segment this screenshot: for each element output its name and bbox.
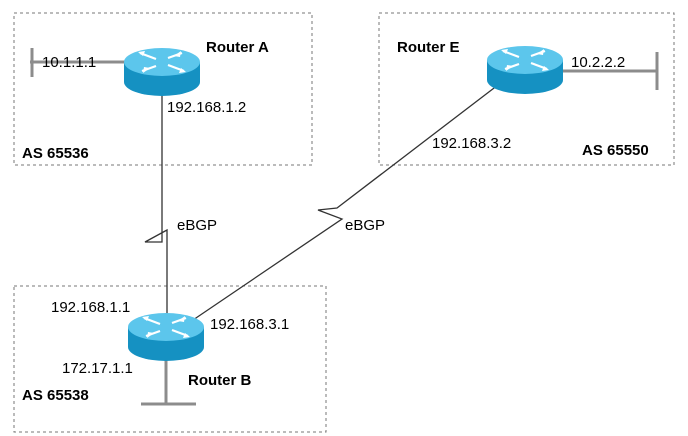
router-a-name: Router A <box>206 39 269 56</box>
as-boundary-left <box>13 12 313 166</box>
router-e-interface-address: 192.168.3.2 <box>432 135 511 152</box>
as-boundary-right <box>378 12 675 166</box>
router-a-icon[interactable] <box>122 46 202 98</box>
router-b-interface-address-e: 192.168.3.1 <box>210 316 289 333</box>
router-e-lan-address: 10.2.2.2 <box>571 54 625 71</box>
router-e-icon[interactable] <box>485 44 565 96</box>
router-b-name: Router B <box>188 372 252 389</box>
ebgp-link-a-b <box>144 88 168 318</box>
lan-segment-left <box>30 48 125 77</box>
as-right-label: AS 65550 <box>582 142 649 159</box>
router-a-lan-address: 10.1.1.1 <box>42 54 96 71</box>
ebgp-label-a-b: eBGP <box>177 217 217 234</box>
router-b-lan-address: 172.17.1.1 <box>62 360 133 377</box>
as-left-label: AS 65536 <box>22 145 89 162</box>
router-e-name: Router E <box>397 39 460 56</box>
router-b-icon[interactable] <box>126 311 206 363</box>
router-a-interface-address: 192.168.1.2 <box>167 99 246 116</box>
router-b-interface-address-a: 192.168.1.1 <box>51 299 130 316</box>
lan-segment-right <box>555 52 659 90</box>
ebgp-link-e-b <box>192 84 499 321</box>
as-bottom-label: AS 65538 <box>22 387 89 404</box>
as-boundary-bottom <box>13 285 327 433</box>
ebgp-label-e-b: eBGP <box>345 217 385 234</box>
